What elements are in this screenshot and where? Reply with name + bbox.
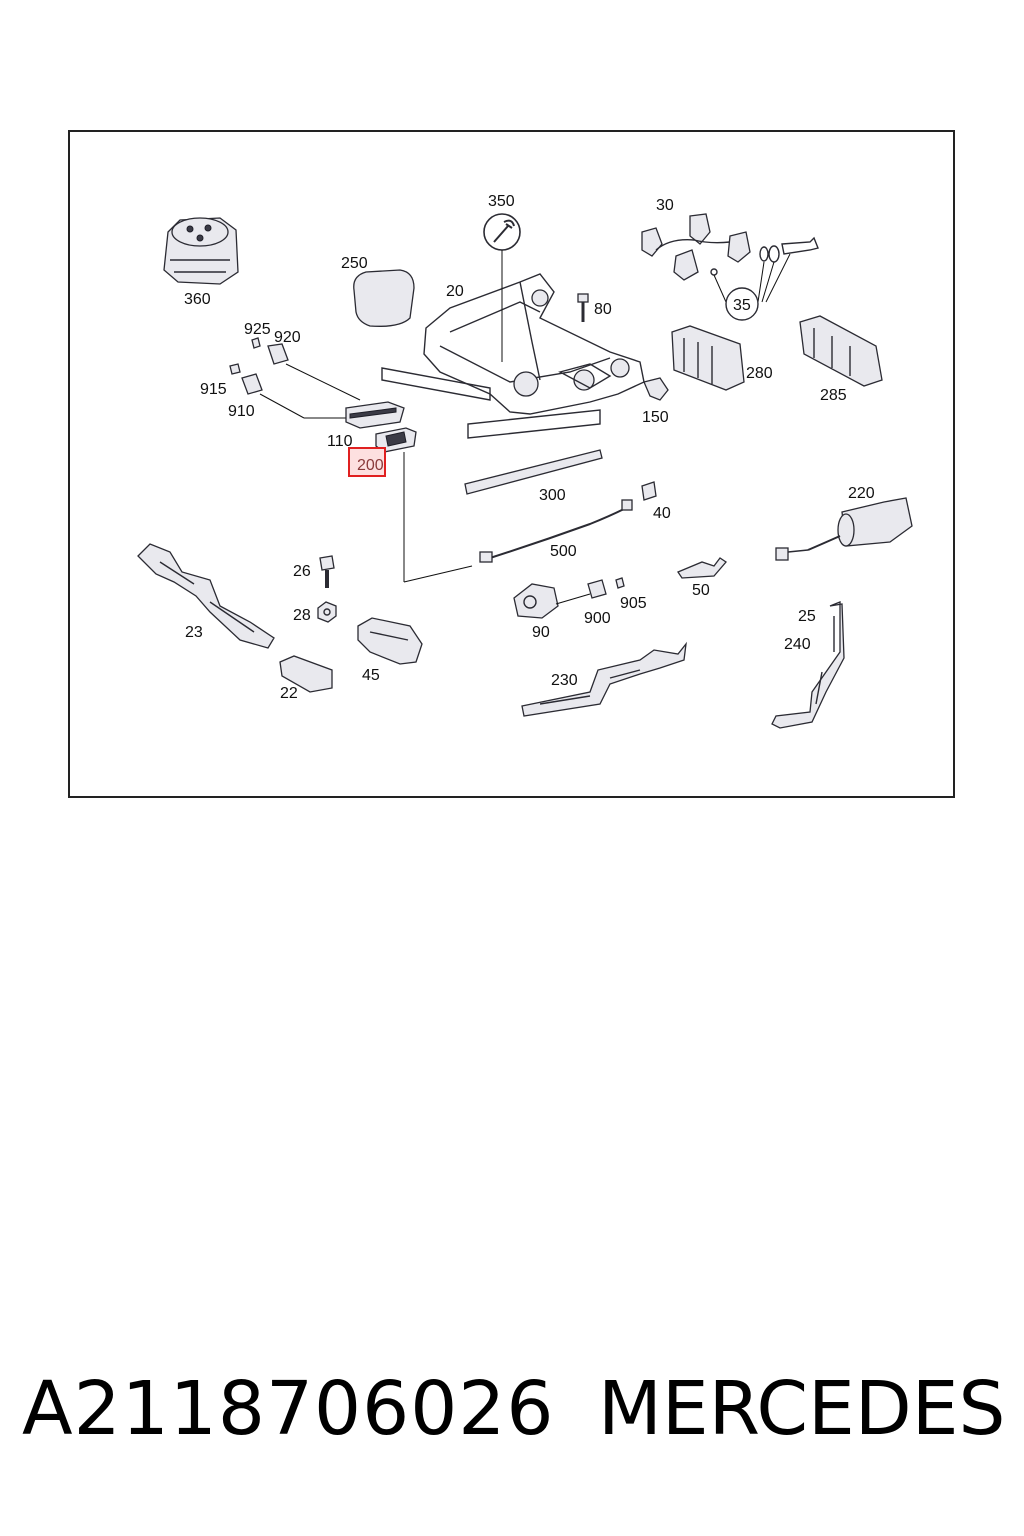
- label-26: 26: [293, 563, 311, 580]
- part-150-bracket: [643, 377, 669, 401]
- part-900-905-clips: [587, 577, 625, 599]
- part-110-control-unit: [345, 401, 405, 429]
- part-90-sensor: [513, 583, 591, 619]
- part-500-cable: [479, 499, 633, 563]
- part-40-clip: [641, 481, 657, 501]
- label-22: 22: [280, 685, 298, 702]
- label-360: 360: [184, 291, 211, 308]
- part-28-nut: [317, 601, 337, 623]
- label-240: 240: [784, 636, 811, 653]
- highlight-box-200: [348, 447, 386, 477]
- label-300: 300: [539, 487, 566, 504]
- label-915: 915: [200, 381, 227, 398]
- label-910: 910: [228, 403, 255, 420]
- label-905: 905: [620, 595, 647, 612]
- label-20: 20: [446, 283, 464, 300]
- part-300-strip: [464, 449, 603, 495]
- part-230-rail: [521, 641, 687, 717]
- label-925: 925: [244, 321, 271, 338]
- label-285: 285: [820, 387, 847, 404]
- part-280-module: [671, 325, 745, 391]
- part-20-seat-frame: [381, 273, 645, 439]
- part-285-module: [799, 315, 883, 387]
- part-25-240-rail: [771, 601, 845, 729]
- label-45: 45: [362, 667, 380, 684]
- label-50: 50: [692, 582, 710, 599]
- label-920: 920: [274, 329, 301, 346]
- label-500: 500: [550, 543, 577, 560]
- label-40: 40: [653, 505, 671, 522]
- part-220-motor: [775, 497, 913, 561]
- label-280: 280: [746, 365, 773, 382]
- part-50-clip: [677, 557, 727, 579]
- part-22-bracket: [279, 655, 333, 693]
- diagram-frame: 200 360 250 20 350 30 35 80 925 920 915 …: [68, 130, 955, 798]
- label-150: 150: [642, 409, 669, 426]
- part-80-bolt: [577, 293, 589, 322]
- label-90: 90: [532, 624, 550, 641]
- brand-name: MERCEDES: [598, 1366, 1006, 1452]
- label-900: 900: [584, 610, 611, 627]
- label-80: 80: [594, 301, 612, 318]
- part-360-motor: [163, 217, 239, 285]
- part-350-wrench-symbol: [483, 213, 521, 362]
- label-30: 30: [656, 197, 674, 214]
- label-35: 35: [733, 297, 751, 314]
- label-110: 110: [327, 433, 353, 450]
- label-250: 250: [341, 255, 368, 272]
- part-26-bolt: [319, 555, 335, 588]
- label-220: 220: [848, 485, 875, 502]
- label-25: 25: [798, 608, 816, 625]
- exploded-parts-diagram: 200 360 250 20 350 30 35 80 925 920 915 …: [137, 193, 913, 729]
- part-23-rail: [137, 543, 275, 649]
- label-200: 200: [357, 457, 384, 474]
- label-23: 23: [185, 624, 203, 641]
- label-350: 350: [488, 193, 515, 210]
- part-number: A2118706026: [22, 1366, 555, 1452]
- part-925-920-connectors: [229, 337, 361, 419]
- label-230: 230: [551, 672, 578, 689]
- part-200-connector: [375, 427, 473, 583]
- label-28: 28: [293, 607, 311, 624]
- part-45-bracket: [357, 617, 423, 665]
- part-30-hinge-set: [641, 213, 819, 321]
- part-250-cushion: [353, 269, 415, 327]
